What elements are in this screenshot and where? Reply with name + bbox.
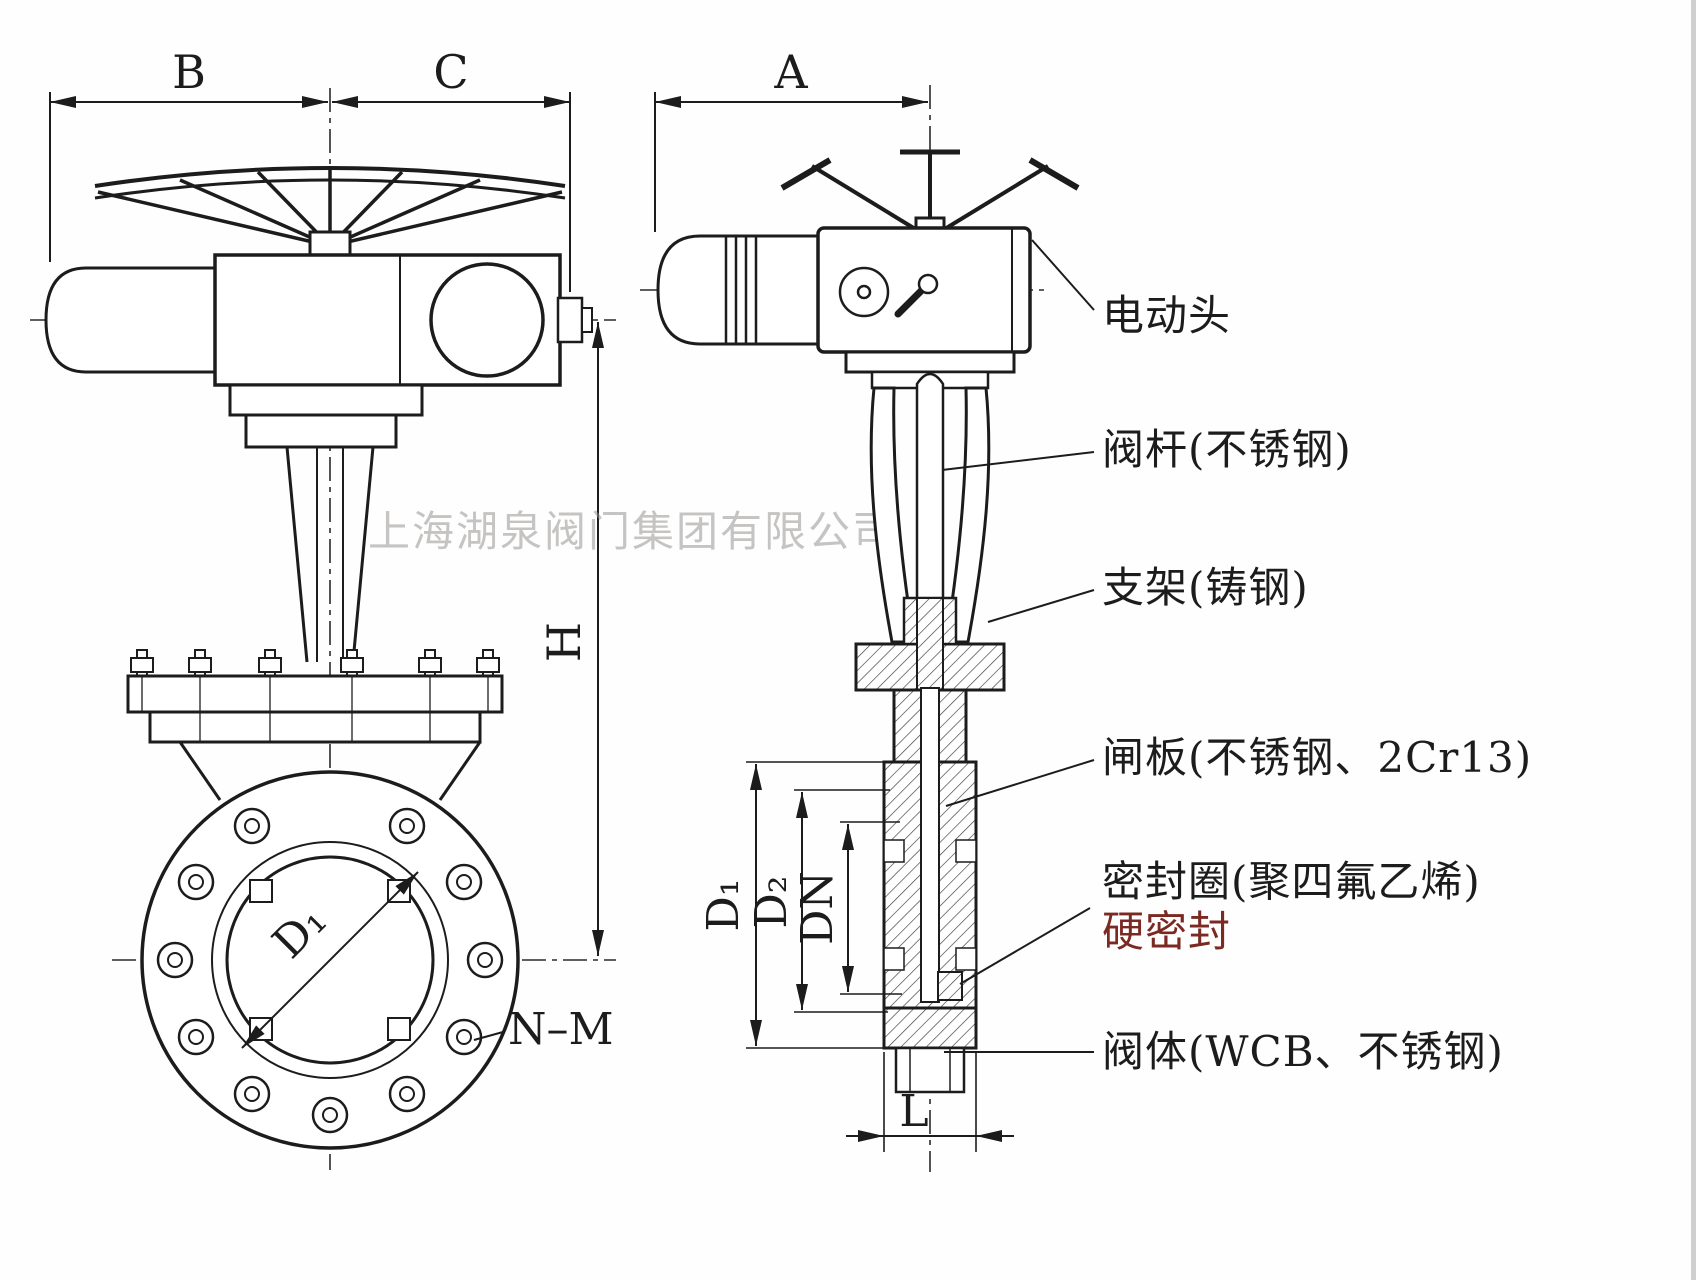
part-label-seal-line2: 硬密封 xyxy=(1102,907,1231,956)
dim-label-n-m: N–M xyxy=(508,1004,614,1055)
part-label-seal-line1: 密封圈(聚四氟乙烯) xyxy=(1102,857,1481,906)
dim-label-h: H xyxy=(537,622,591,662)
front-view-bonnet-flange xyxy=(126,649,504,801)
front-view-yoke-column xyxy=(285,446,375,663)
dim-label-l: L xyxy=(899,1086,928,1137)
front-view-handwheel xyxy=(94,166,566,258)
front-view-actuator xyxy=(44,253,593,449)
part-label-actuator: 电动头 xyxy=(1102,291,1231,340)
dim-label-b: B xyxy=(172,45,206,99)
part-label-gate: 闸板(不锈钢、2Cr13) xyxy=(1102,733,1532,782)
part-label-body: 阀体(WCB、不锈钢) xyxy=(1102,1027,1504,1076)
watermark-text: 上海湖泉阀门集团有限公司 xyxy=(368,507,896,556)
part-label-leaders xyxy=(941,239,1095,1053)
dimension-b-c-a xyxy=(49,92,928,292)
dimension-l xyxy=(846,1052,1014,1152)
dim-label-d2: D₂ xyxy=(746,876,797,929)
side-view-handwheel xyxy=(780,149,1080,240)
dim-label-a: A xyxy=(773,45,808,99)
part-label-stem: 阀杆(不锈钢) xyxy=(1102,425,1352,474)
dimension-d1-d2-dn xyxy=(746,761,902,1049)
part-label-bracket: 支架(铸钢) xyxy=(1102,563,1309,612)
scan-edge-artifact xyxy=(1691,0,1696,1280)
dim-label-d1: D₁ xyxy=(698,879,749,932)
dim-label-dn: DN xyxy=(792,871,843,945)
callout-n-m xyxy=(473,1031,504,1041)
side-view-body xyxy=(882,687,978,1094)
dimension-d1-bore xyxy=(241,871,419,1049)
dim-label-c: C xyxy=(433,45,468,99)
side-view-actuator xyxy=(656,226,1032,354)
side-view-bracket xyxy=(844,350,1016,692)
